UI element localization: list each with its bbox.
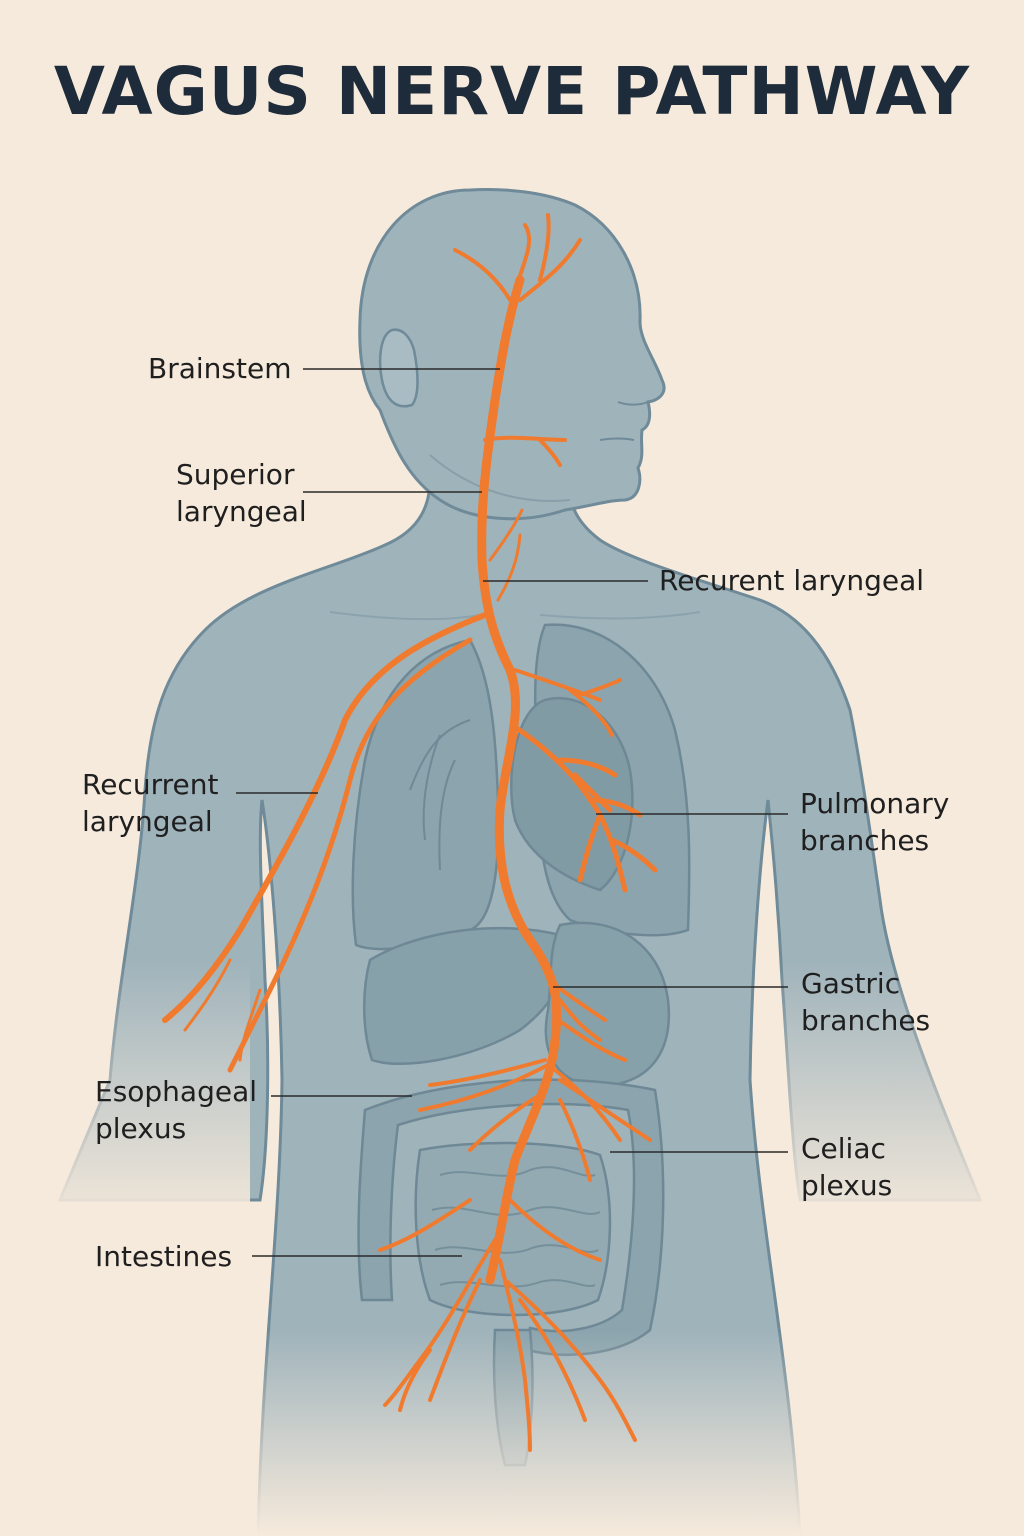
- nerve-recurrent-left-2: [227, 637, 473, 1073]
- intestine-folds: [431, 1166, 601, 1288]
- nerve-neck-branches: [488, 508, 524, 602]
- label-celiac-plexus-line2: plexus: [801, 1169, 893, 1202]
- label-pulmonary-branches: Pulmonary branches: [800, 785, 949, 859]
- label-intestines: Intestines: [95, 1238, 232, 1275]
- label-pulmonary-branches-line2: branches: [800, 824, 930, 857]
- label-superior-laryngeal-line1: Superior: [176, 458, 295, 491]
- jaw-line: [429, 454, 571, 502]
- nerve-celiac-plexus: [418, 1058, 652, 1182]
- nerve-upper-branch-left: [453, 223, 532, 302]
- liver: [362, 926, 567, 1065]
- nerve-intestinal-branches: [378, 1198, 637, 1452]
- label-celiac-plexus: Celiac plexus: [801, 1130, 892, 1204]
- label-recurrent-laryngeal-left-line2: laryngeal: [82, 805, 213, 838]
- label-esophageal-plexus-line2: plexus: [95, 1112, 187, 1145]
- head-shape: [358, 188, 666, 521]
- nerve-recurrent-left-twigs: [183, 958, 262, 1062]
- fade-overlay-arms: [0, 960, 250, 1220]
- label-recurrent-laryngeal-left: Recurrent laryngeal: [82, 766, 218, 840]
- vagus-nerve: [162, 213, 658, 1452]
- label-gastric-branches-line2: branches: [801, 1004, 931, 1037]
- label-recurent-laryngeal-right: Recurent laryngeal: [659, 562, 924, 599]
- label-gastric-branches: Gastric branches: [801, 965, 930, 1039]
- nerve-pulmonary-upper: [513, 668, 622, 737]
- label-recurrent-laryngeal-left-line1: Recurrent: [82, 768, 219, 801]
- colon: [357, 1078, 665, 1357]
- nerve-recurrent-left: [162, 612, 488, 1023]
- nerve-upper-branch-right: [518, 213, 582, 302]
- label-brainstem: Brainstem: [148, 350, 291, 387]
- nerve-pharyngeal-branch: [483, 435, 567, 467]
- nerve-pulmonary-main: [509, 722, 658, 893]
- label-pulmonary-branches-line1: Pulmonary: [800, 787, 950, 820]
- label-esophageal-plexus: Esophageal plexus: [95, 1073, 257, 1147]
- leader-lines: [236, 368, 788, 1257]
- mouth-line: [599, 437, 635, 441]
- label-esophageal-plexus-line1: Esophageal: [95, 1075, 258, 1108]
- small-intestine: [414, 1141, 612, 1317]
- clavicle-line: [329, 611, 701, 621]
- label-brainstem-text: Brainstem: [148, 352, 292, 385]
- lung-bronchi: [409, 719, 471, 871]
- nerve-gastric-branches: [553, 983, 627, 1062]
- label-intestines-text: Intestines: [95, 1240, 233, 1273]
- nerve-main-trunk: [477, 275, 562, 1285]
- label-superior-laryngeal-line2: laryngeal: [176, 495, 307, 528]
- label-recurent-laryngeal-right-text: Recurent laryngeal: [659, 564, 925, 597]
- label-celiac-plexus-line1: Celiac: [801, 1132, 886, 1165]
- label-superior-laryngeal: Superior laryngeal: [176, 456, 307, 530]
- fade-overlay-bottom: [0, 1330, 1024, 1536]
- fade-overlay-arms-right: [780, 960, 1024, 1220]
- label-gastric-branches-line1: Gastric: [801, 967, 901, 1000]
- ear-shape: [378, 328, 419, 408]
- nostril-line: [617, 401, 649, 406]
- diagram-title: VAGUS NERVE PATHWAY: [53, 53, 971, 130]
